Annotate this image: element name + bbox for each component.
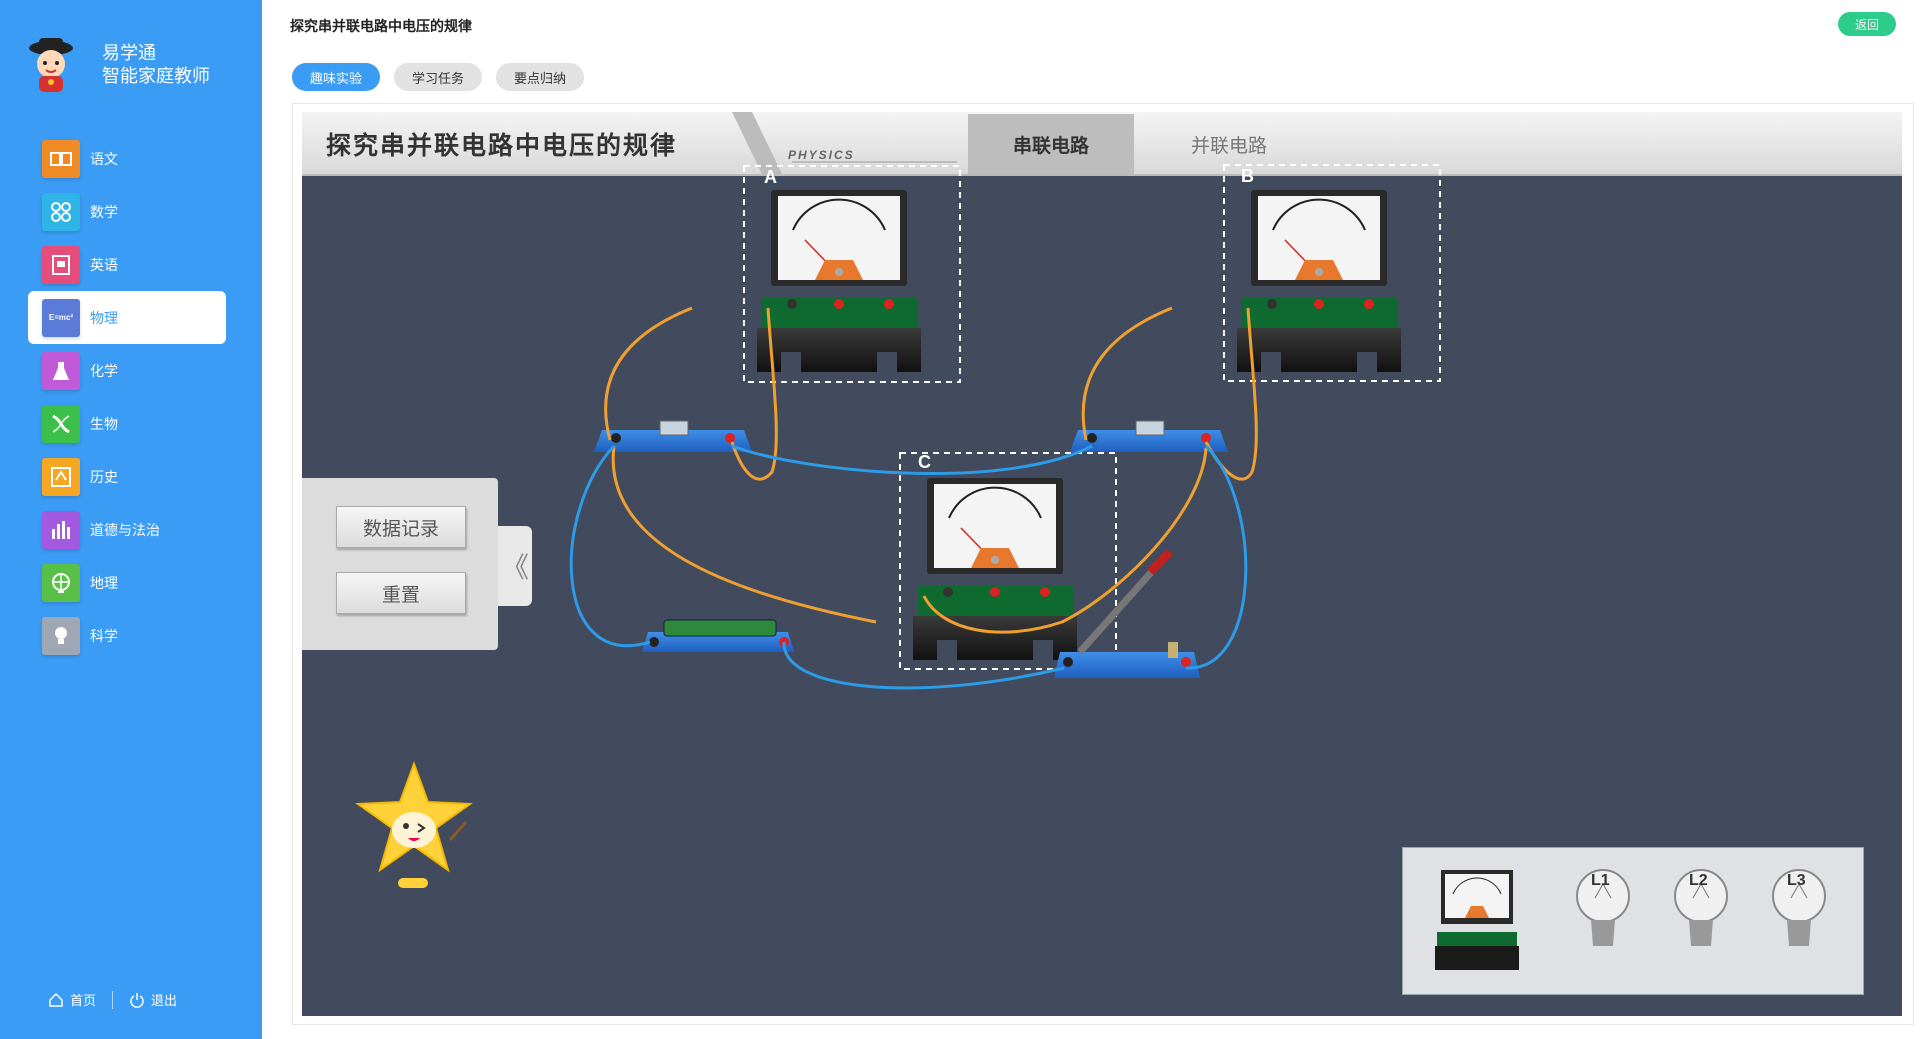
- tab-series-circuit[interactable]: 串联电路: [968, 114, 1134, 174]
- sidebar-item-label: 物理: [90, 309, 118, 326]
- tray-bulb-l1[interactable]: [1576, 869, 1630, 946]
- math-icon: [42, 192, 80, 231]
- banner-subtitle: PHYSICS: [788, 148, 855, 162]
- subject-nav: 语文 数学 英语 E=mc² 物理 化学: [28, 132, 226, 662]
- power-icon: [130, 992, 144, 1008]
- english-icon: [42, 245, 80, 284]
- component-tray: L1 L2 L3: [1402, 847, 1864, 995]
- battery[interactable]: [642, 619, 794, 652]
- home-button[interactable]: 首页: [48, 990, 96, 1009]
- sidebar-item-label: 生物: [90, 415, 118, 432]
- banner-decoration: [732, 112, 957, 174]
- sidebar-item-morality-law[interactable]: 道德与法治: [28, 503, 226, 556]
- brand: 易学通 智能家庭教师: [22, 34, 210, 96]
- control-panel: 数据记录 重置: [302, 478, 498, 650]
- sidebar-item-chinese[interactable]: 语文: [28, 132, 226, 185]
- data-record-button[interactable]: 数据记录: [336, 506, 466, 548]
- brand-text: 易学通 智能家庭教师: [102, 42, 210, 88]
- home-icon: [49, 992, 63, 1007]
- sidebar-item-label: 化学: [90, 362, 118, 379]
- tray-voltmeter[interactable]: [1435, 870, 1519, 970]
- star-mascot-icon: [355, 761, 473, 888]
- sidebar-item-label: 数学: [90, 203, 118, 220]
- orange-wires: [604, 306, 1258, 634]
- page-title: 探究串并联电路中电压的规律: [290, 18, 472, 34]
- bulb-icon: [42, 616, 80, 655]
- sidebar-item-math[interactable]: 数学: [28, 185, 226, 238]
- experiment-stage: 探究串并联电路中电压的规律 PHYSICS 串联电路 并联电路: [302, 112, 1902, 1016]
- tray-bulb-l2[interactable]: [1674, 869, 1728, 946]
- sidebar-item-label: 道德与法治: [90, 521, 160, 538]
- logout-label: 退出: [151, 993, 178, 1008]
- tab-fun-experiment[interactable]: 趣味实验: [292, 63, 381, 91]
- tab-key-points[interactable]: 要点归纳: [496, 63, 585, 91]
- logout-button[interactable]: 退出: [129, 990, 177, 1009]
- stage-banner: 探究串并联电路中电压的规律 PHYSICS 串联电路 并联电路: [302, 112, 1902, 176]
- physics-icon: E=mc²: [42, 298, 80, 337]
- tab-learning-task[interactable]: 学习任务: [394, 63, 483, 91]
- lamp-holder-right[interactable]: [1070, 420, 1228, 452]
- history-icon: [42, 457, 80, 496]
- chart-icon: [42, 510, 80, 549]
- lamp-holder-left[interactable]: [594, 420, 752, 452]
- box-label-c: C: [918, 452, 931, 472]
- circuit-diagram: [569, 164, 1441, 690]
- switch[interactable]: [1054, 548, 1200, 678]
- book-icon: [42, 139, 80, 178]
- banner-title: 探究串并联电路中电压的规律: [326, 132, 678, 160]
- bulb-label-l1: L1: [1591, 872, 1610, 889]
- sidebar-item-label: 历史: [90, 468, 118, 485]
- brand-line2: 智能家庭教师: [102, 66, 210, 86]
- globe-icon: [42, 563, 80, 602]
- dna-icon: [42, 404, 80, 443]
- home-label: 首页: [70, 993, 97, 1008]
- voltmeter-c[interactable]: [913, 478, 1077, 660]
- box-label-a: A: [764, 167, 777, 187]
- box-a[interactable]: [743, 165, 961, 383]
- blue-wires: [569, 444, 1248, 690]
- box-label-b: B: [1241, 166, 1254, 186]
- sidebar-item-english[interactable]: 英语: [28, 238, 226, 291]
- footer-divider: [112, 990, 114, 1009]
- box-c[interactable]: [899, 452, 1117, 670]
- brand-line1: 易学通: [102, 43, 156, 63]
- voltmeter-b[interactable]: [1237, 190, 1401, 372]
- panel-collapse-toggle[interactable]: 《: [498, 526, 532, 606]
- sidebar-item-label: 语文: [90, 150, 118, 167]
- voltmeter-a[interactable]: [757, 190, 921, 372]
- bulb-label-l2: L2: [1689, 872, 1708, 889]
- tray-items: [1435, 869, 1826, 970]
- bulb-label-l3: L3: [1787, 872, 1806, 889]
- sidebar-item-label: 地理: [90, 574, 118, 591]
- sidebar-item-physics[interactable]: E=mc² 物理: [28, 291, 226, 344]
- content-tabs: 趣味实验 学习任务 要点归纳: [292, 63, 598, 91]
- sidebar-item-biology[interactable]: 生物: [28, 397, 226, 450]
- sidebar-footer: 首页 退出: [48, 990, 177, 1009]
- sidebar-item-label: 英语: [90, 256, 118, 273]
- sidebar-item-history[interactable]: 历史: [28, 450, 226, 503]
- sidebar: 易学通 智能家庭教师 语文 数学 英语 E=mc² 物理: [0, 0, 262, 1039]
- tray-bulb-l3[interactable]: [1772, 869, 1826, 946]
- mascot-logo-icon: [22, 34, 80, 96]
- sidebar-item-chemistry[interactable]: 化学: [28, 344, 226, 397]
- physics-icon-text: E=mc²: [48, 313, 74, 322]
- tab-parallel-circuit[interactable]: 并联电路: [1190, 135, 1267, 157]
- sidebar-item-science[interactable]: 科学: [28, 609, 226, 662]
- flask-icon: [42, 351, 80, 390]
- sidebar-item-geography[interactable]: 地理: [28, 556, 226, 609]
- stage-frame: [292, 103, 1914, 1025]
- back-button[interactable]: 返回: [1838, 12, 1896, 36]
- sidebar-item-label: 科学: [90, 627, 118, 644]
- box-b[interactable]: [1223, 164, 1441, 382]
- reset-button[interactable]: 重置: [336, 572, 466, 614]
